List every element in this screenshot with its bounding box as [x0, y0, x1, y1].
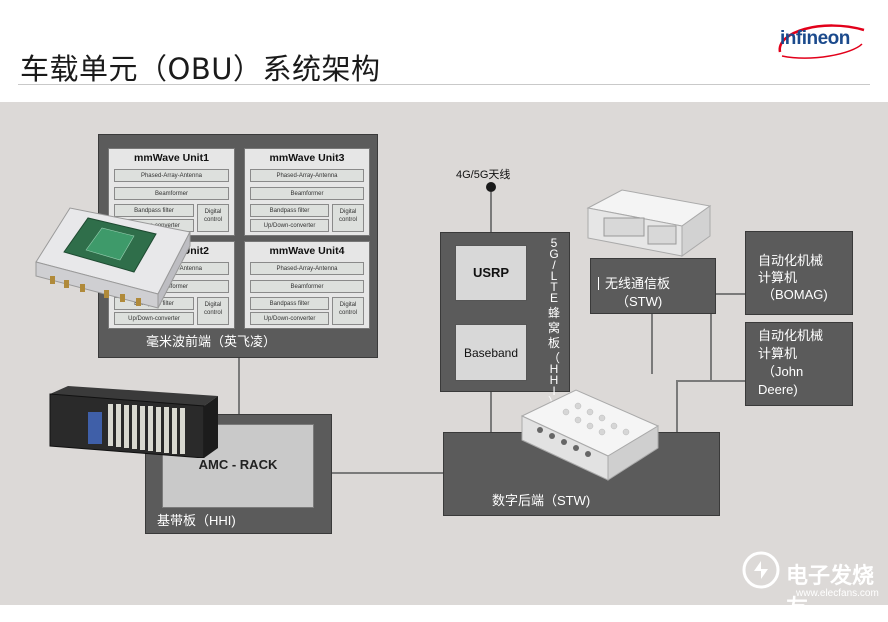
- unit-converter: Up/Down-converter: [250, 312, 329, 325]
- amc-rack-label: AMC - RACK: [198, 457, 278, 472]
- wireless-label-text: 无线通信板: [605, 276, 671, 291]
- rack-chassis-image: [48, 386, 220, 459]
- computer-johndeere-box: [745, 322, 853, 406]
- connector-mmwave-rack: [238, 358, 240, 415]
- wireless-board-label: 无线通信板: [598, 273, 670, 292]
- computer-johndeere-label: 自动化机械 计算机 （John Deere): [758, 327, 823, 399]
- unit-beamformer: Beamformer: [114, 187, 229, 200]
- page-title: 车载单元（OBU）系统架构: [20, 52, 381, 86]
- unit-title: mmWave Unit3: [269, 152, 345, 164]
- computer-line: 计算机: [758, 346, 798, 361]
- vchar: 窝: [547, 321, 560, 335]
- digital-backend-label: 数字后端（STW): [492, 493, 591, 508]
- unit-filter: Bandpass filter: [114, 204, 194, 217]
- vchar: （: [547, 351, 560, 365]
- unit-antenna: Phased-Array-Antenna: [114, 169, 229, 182]
- unit-beamformer: Beamformer: [250, 187, 364, 200]
- usrp-label: USRP: [472, 265, 510, 280]
- computer-bomag-label: 自动化机械 计算机 （BOMAG): [758, 252, 828, 303]
- wireless-board-box: [590, 258, 716, 314]
- vchar: G: [549, 247, 559, 261]
- wireless-board-sub: （STW): [616, 294, 663, 309]
- mmwave-unit-4: mmWave Unit4 Phased-Array-Antenna Beamfo…: [244, 241, 370, 329]
- antenna-label: 4G/5G天线: [456, 169, 511, 181]
- backend-device-image: [516, 386, 662, 484]
- watermark-logo-icon: [742, 551, 780, 589]
- unit-digital: Digital control: [332, 204, 364, 232]
- unit-converter: Up/Down-converter: [250, 219, 329, 232]
- connector-backend-computers: [676, 380, 678, 432]
- logo-swoosh-icon: [778, 24, 865, 59]
- unit-beamformer: Beamformer: [250, 280, 364, 293]
- connector-wireless-backend: [651, 314, 653, 374]
- vchar: 5: [550, 236, 558, 250]
- computer-line: Deere): [758, 382, 798, 397]
- unit-digital: Digital control: [197, 204, 229, 232]
- unit-title: mmWave Unit1: [134, 152, 209, 164]
- mmwave-module-image: [30, 202, 200, 312]
- vchar: /: [552, 258, 556, 272]
- computer-line: 自动化机械: [758, 328, 824, 343]
- unit-filter: Bandpass filter: [250, 297, 329, 310]
- computer-line: （BOMAG): [762, 287, 828, 302]
- vchar: L: [550, 269, 558, 283]
- connector-cellular-backend: [490, 392, 492, 432]
- cellular-baseband-box: [455, 324, 527, 381]
- cellular-baseband-label: Baseband: [463, 346, 519, 360]
- vchar: T: [550, 280, 558, 294]
- unit-antenna: Phased-Array-Antenna: [250, 262, 364, 275]
- wireless-tick: [598, 277, 599, 290]
- watermark-url: www.elecfans.com: [796, 588, 879, 599]
- connector-rack-backend: [331, 472, 443, 474]
- vchar: 板: [547, 336, 560, 350]
- vchar: H: [549, 362, 559, 376]
- infineon-logo: infineon: [772, 18, 868, 62]
- logo-text: infineon: [780, 28, 850, 49]
- vchar: I: [552, 384, 556, 398]
- baseband-label: 基带板（HHI): [157, 513, 236, 528]
- wireless-device-image: [582, 186, 716, 260]
- connector-computers-v: [710, 293, 712, 382]
- cellular-vertical-label: 5 G / L T E 蜂 窝 板 （ H H I ）: [546, 236, 562, 408]
- unit-filter: Bandpass filter: [250, 204, 329, 217]
- computer-line: 计算机: [758, 270, 798, 285]
- mmwave-unit-3: mmWave Unit3 Phased-Array-Antenna Beamfo…: [244, 148, 370, 236]
- unit-digital: Digital control: [197, 297, 229, 325]
- connector-antenna: [490, 192, 492, 232]
- usrp-box: [455, 245, 527, 301]
- computer-line: 自动化机械: [758, 253, 824, 268]
- unit-antenna: Phased-Array-Antenna: [250, 169, 364, 182]
- unit-title: mmWave Unit4: [269, 245, 345, 257]
- vchar: 蜂: [547, 306, 560, 320]
- mmwave-frontend-label: 毫米波前端（英飞凌）: [146, 334, 277, 349]
- computer-line: （John: [762, 364, 804, 379]
- antenna-icon: [486, 182, 496, 192]
- unit-converter: Up/Down-converter: [114, 312, 194, 325]
- computer-bomag-box: [745, 231, 853, 315]
- connector-computer1: [710, 293, 746, 295]
- unit-digital: Digital control: [332, 297, 364, 325]
- vchar: E: [549, 291, 558, 305]
- title-divider: [18, 84, 870, 85]
- vchar: H: [549, 373, 559, 387]
